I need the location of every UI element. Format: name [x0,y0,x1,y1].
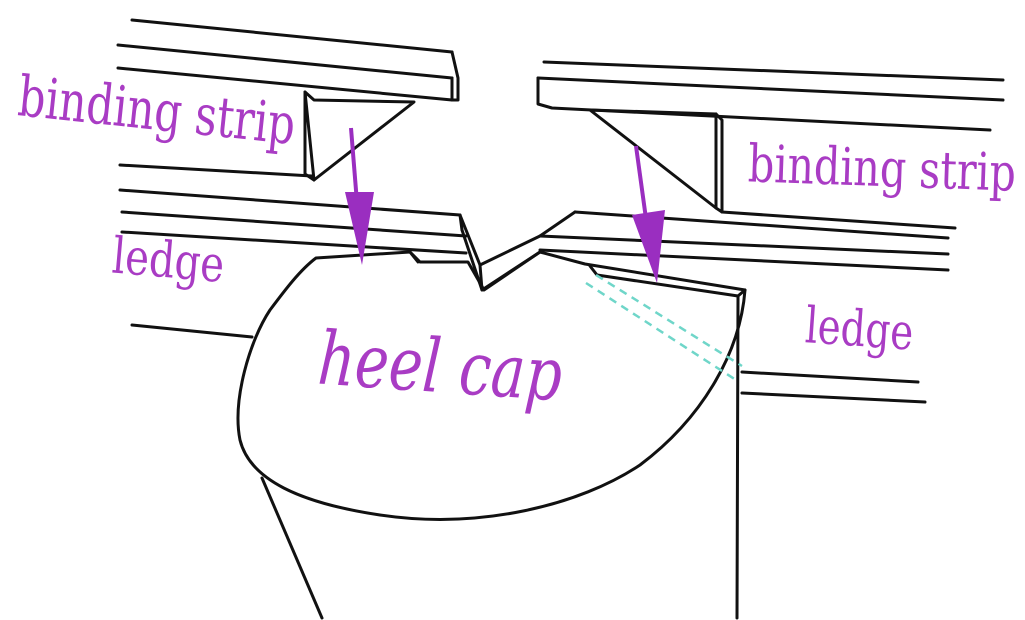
label-binding-strip-right: binding strip [747,134,1017,203]
right-binding-strip [538,62,1003,130]
left-strip-lower-rail [120,165,462,230]
label-heel-cap: heel cap [316,316,565,419]
label-ledge-right: ledge [804,296,916,361]
right-arrow [632,146,665,283]
label-ledge-left: ledge [110,227,227,295]
label-binding-strip-left: binding strip [15,64,298,158]
left-binding-strip-tooth [305,92,414,180]
dashed-guide-lines [586,275,742,380]
